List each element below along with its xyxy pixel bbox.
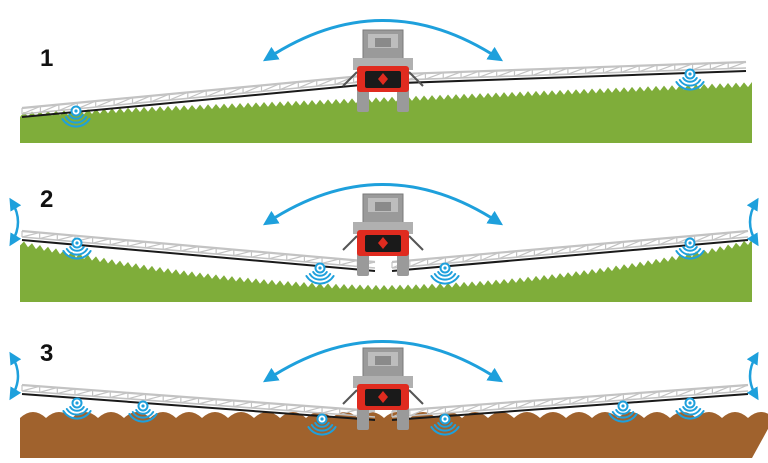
ultrasonic-sensor-icon [61, 105, 91, 128]
panel-2-number: 2 [40, 186, 53, 213]
panel-1 [20, 19, 752, 143]
ultrasonic-sensor-icon [62, 237, 92, 260]
ultrasonic-sensor-icon [608, 400, 638, 423]
panel-2 [9, 183, 759, 302]
rotation-arc-arrow-icon [262, 340, 504, 383]
ultrasonic-sensor-icon [62, 397, 92, 420]
tractor-sprayer-icon [342, 193, 424, 276]
ultrasonic-sensor-icon [128, 400, 158, 423]
wing-tilt-arrow-icon [746, 351, 759, 401]
ultrasonic-sensor-icon [430, 262, 460, 285]
panel-3-number: 3 [40, 340, 53, 367]
panel-1-number: 1 [40, 45, 53, 72]
soil-terrain [20, 412, 768, 458]
boom-right-wing [391, 383, 749, 421]
ultrasonic-sensor-icon [305, 262, 335, 285]
wing-tilt-arrow-icon [9, 197, 22, 247]
ultrasonic-sensor-icon [675, 397, 705, 420]
boom-left-wing [21, 383, 376, 421]
rotation-arc-arrow-icon [262, 19, 504, 62]
boom-right-wing [391, 229, 749, 272]
boom-right-wing [371, 60, 747, 85]
ultrasonic-sensor-icon [675, 237, 705, 260]
wing-tilt-arrow-icon [9, 351, 22, 401]
grass-terrain [20, 82, 752, 143]
ultrasonic-sensor-icon [675, 68, 705, 91]
rotation-arc-arrow-icon [262, 183, 504, 226]
ultrasonic-sensor-icon [307, 413, 337, 436]
panel-3 [9, 340, 768, 458]
wing-tilt-arrow-icon [746, 197, 759, 247]
ultrasonic-sensor-icon [430, 413, 460, 436]
grass-terrain [20, 239, 752, 302]
